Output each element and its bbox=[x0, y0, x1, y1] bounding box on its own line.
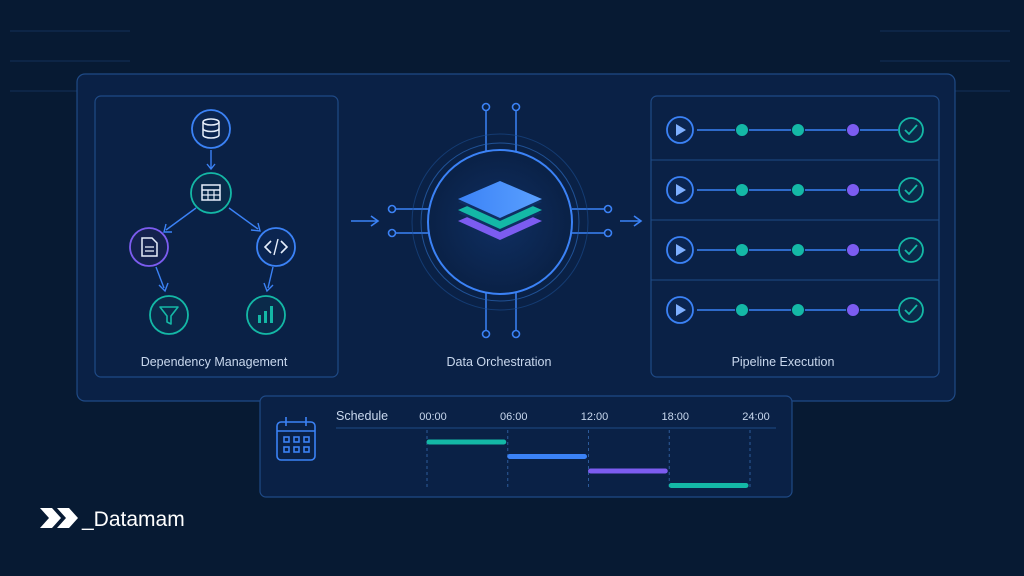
play-icon[interactable] bbox=[666, 236, 694, 264]
calendar-icon bbox=[276, 417, 316, 461]
schedule-title: Schedule bbox=[336, 409, 388, 423]
pipeline-execution-panel: Pipeline Execution bbox=[650, 95, 940, 378]
check-icon bbox=[898, 297, 924, 323]
schedule-tick-label: 12:00 bbox=[581, 411, 609, 423]
data-orchestration-hub: Data Orchestration bbox=[387, 102, 613, 369]
brand-name: _Datamam bbox=[81, 508, 185, 531]
schedule-tick-label: 06:00 bbox=[500, 411, 528, 423]
pipeline-row bbox=[651, 279, 939, 324]
arrow-right-icon bbox=[620, 215, 643, 227]
dependency-label: Dependency Management bbox=[141, 355, 288, 369]
check-icon bbox=[898, 117, 924, 143]
schedule-tick-label: 00:00 bbox=[419, 411, 447, 423]
pipeline-step-dot bbox=[846, 243, 860, 257]
pipeline-step-dot bbox=[735, 303, 749, 317]
pipeline-row bbox=[666, 116, 924, 144]
pipeline-step-dot bbox=[846, 183, 860, 197]
pipeline-row bbox=[651, 159, 939, 204]
pipeline-step-dot bbox=[846, 123, 860, 137]
filter-icon bbox=[149, 295, 189, 335]
pipeline-step-dot bbox=[791, 123, 805, 137]
check-icon bbox=[898, 237, 924, 263]
pipeline-label: Pipeline Execution bbox=[732, 355, 835, 369]
pipeline-step-dot bbox=[735, 123, 749, 137]
double-chevron-logo-icon bbox=[40, 508, 78, 528]
pipeline-step-dot bbox=[735, 183, 749, 197]
database-icon bbox=[191, 109, 231, 149]
play-icon[interactable] bbox=[666, 176, 694, 204]
dependency-management-panel: Dependency Management bbox=[94, 95, 339, 378]
bar-chart-icon bbox=[246, 295, 286, 335]
table-icon bbox=[190, 172, 232, 214]
layers-icon bbox=[458, 181, 542, 240]
pipeline-step-dot bbox=[791, 303, 805, 317]
orchestration-label: Data Orchestration bbox=[447, 355, 552, 369]
arrow-right-icon bbox=[351, 215, 380, 227]
pipeline-step-dot bbox=[846, 303, 860, 317]
play-icon[interactable] bbox=[666, 116, 694, 144]
pipeline-step-dot bbox=[791, 183, 805, 197]
code-icon bbox=[256, 227, 296, 267]
schedule-tick-label: 24:00 bbox=[742, 411, 770, 423]
schedule-tick-label: 18:00 bbox=[661, 411, 689, 423]
pipeline-step-dot bbox=[791, 243, 805, 257]
play-icon[interactable] bbox=[666, 296, 694, 324]
schedule-panel: Schedule 00:00 06:00 12:00 18:00 24:00 bbox=[259, 395, 793, 498]
pipeline-row bbox=[651, 219, 939, 264]
brand-logo: _Datamam bbox=[40, 508, 185, 531]
check-icon bbox=[898, 177, 924, 203]
document-icon bbox=[129, 227, 169, 267]
pipeline-step-dot bbox=[735, 243, 749, 257]
